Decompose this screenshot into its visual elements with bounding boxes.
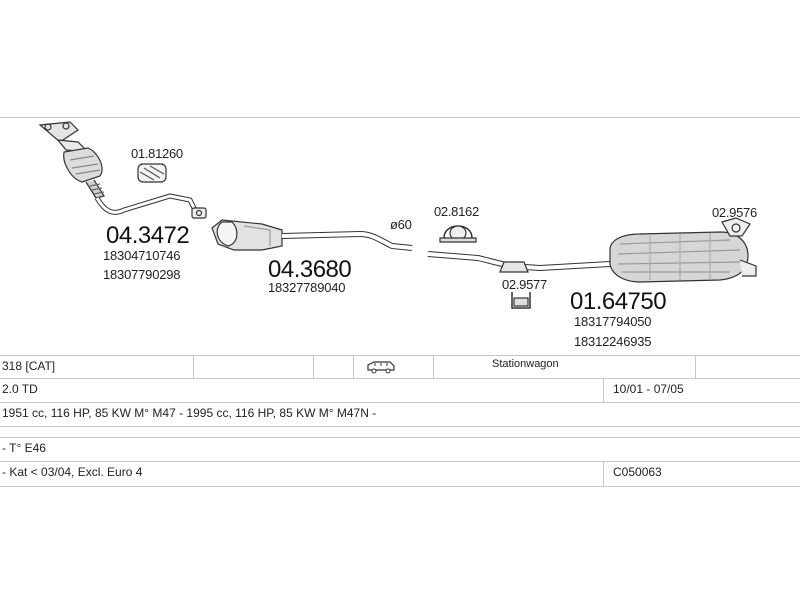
code-cell: C050063 bbox=[613, 465, 662, 479]
body-type-cell: Stationwagon bbox=[492, 358, 559, 370]
note-cell: - Kat < 03/04, Excl. Euro 4 bbox=[2, 465, 143, 479]
hanger-2-drawing bbox=[721, 217, 751, 237]
type-cell: - T° E46 bbox=[2, 441, 46, 455]
row-divider-5 bbox=[0, 461, 800, 462]
engine-cell: 2.0 TD bbox=[2, 382, 38, 396]
hanger-1-drawing bbox=[511, 292, 531, 309]
model-cell: 318 [CAT] bbox=[2, 359, 56, 373]
row2-divider bbox=[603, 378, 604, 402]
rear-silencer-part-number: 01.64750 bbox=[570, 288, 667, 315]
row1-divider-a bbox=[193, 355, 194, 378]
bracket-part-number: 01.81260 bbox=[131, 146, 183, 161]
row1-divider-c bbox=[353, 355, 354, 378]
row1-divider-e bbox=[695, 355, 696, 378]
diagram-bottom-border bbox=[0, 355, 800, 356]
row5-divider bbox=[603, 461, 604, 486]
hanger-1-part-number: 02.9577 bbox=[502, 277, 547, 292]
top-border bbox=[0, 117, 800, 118]
rear-pipe-drawing bbox=[427, 251, 611, 273]
middle-silencer-part-number: 04.3680 bbox=[268, 256, 352, 283]
middle-silencer-oem-1: 18327789040 bbox=[268, 280, 346, 295]
front-pipe-part-number: 04.3472 bbox=[106, 222, 190, 249]
rear-silencer-oem-2: 18312246935 bbox=[574, 334, 652, 349]
clamp-drawing bbox=[439, 225, 477, 243]
row-divider-3 bbox=[0, 426, 800, 427]
middle-silencer-drawing bbox=[211, 219, 413, 251]
front-pipe-oem-2: 18307790298 bbox=[103, 267, 181, 282]
row-divider-4 bbox=[0, 437, 800, 438]
row-divider-1 bbox=[0, 378, 800, 379]
pipe-diameter-label: ø60 bbox=[390, 217, 412, 232]
row-divider-2 bbox=[0, 402, 800, 403]
rear-silencer-drawing bbox=[609, 231, 757, 283]
bracket-drawing bbox=[137, 163, 167, 183]
engine-spec-cell: 1951 cc, 116 HP, 85 KW M° M47 - 1995 cc,… bbox=[2, 406, 377, 420]
row1-divider-d bbox=[433, 355, 434, 378]
exhaust-diagram bbox=[38, 121, 757, 309]
front-pipe-oem-1: 18304710746 bbox=[103, 248, 181, 263]
front-pipe-drawing bbox=[38, 121, 207, 219]
car-icon bbox=[366, 360, 396, 379]
clamp-part-number: 02.8162 bbox=[434, 204, 479, 219]
row-divider-6 bbox=[0, 486, 800, 487]
years-cell: 10/01 - 07/05 bbox=[613, 382, 684, 396]
hanger-2-part-number: 02.9576 bbox=[712, 205, 757, 220]
rear-silencer-oem-1: 18317794050 bbox=[574, 314, 652, 329]
row1-divider-b bbox=[313, 355, 314, 378]
